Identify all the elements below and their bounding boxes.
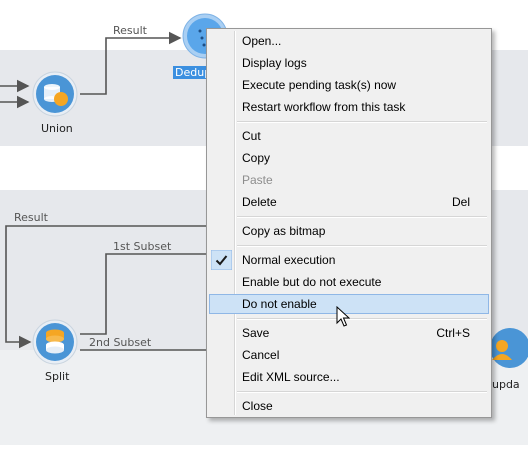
menu-item-enable-not-execute[interactable]: Enable but do not execute <box>242 275 382 289</box>
union-node-icon[interactable] <box>31 70 79 118</box>
menu-item-do-not-enable[interactable]: Do not enable <box>209 294 489 314</box>
menu-gutter <box>234 31 236 415</box>
menu-item-open[interactable]: Open... <box>242 34 282 48</box>
menu-item-paste: Paste <box>242 173 273 187</box>
wire-label-first-subset: 1st Subset <box>113 240 172 253</box>
menu-item-copy[interactable]: Copy <box>242 151 271 165</box>
menu-item-execute-pending[interactable]: Execute pending task(s) now <box>242 78 397 92</box>
update-node-icon[interactable] <box>486 326 528 372</box>
dedup-node-label: Dedup <box>173 66 209 79</box>
wire-first-subset <box>80 253 206 335</box>
menu-separator <box>237 391 487 393</box>
wire-label-result-left: Result <box>14 211 48 224</box>
wire-union-dedup <box>80 31 182 95</box>
menu-item-copy-as-bitmap[interactable]: Copy as bitmap <box>242 224 326 238</box>
menu-item-close[interactable]: Close <box>242 399 273 413</box>
split-node-label: Split <box>45 370 70 383</box>
menu-separator <box>237 245 487 247</box>
menu-item-cancel[interactable]: Cancel <box>242 348 280 362</box>
menu-item-normal-execution[interactable]: Normal execution <box>209 250 489 270</box>
update-node-label: upda <box>492 378 520 391</box>
menu-item-cut[interactable]: Cut <box>242 129 261 143</box>
menu-item-display-logs[interactable]: Display logs <box>242 56 307 70</box>
menu-separator <box>237 216 487 218</box>
union-node-label: Union <box>41 122 73 135</box>
menu-separator <box>237 318 487 320</box>
menu-item-restart-workflow[interactable]: Restart workflow from this task <box>242 100 406 114</box>
mouse-cursor-icon <box>336 306 350 327</box>
menu-separator <box>237 121 487 123</box>
checkmark-icon <box>211 250 232 270</box>
wire-result-split <box>5 225 206 349</box>
wire-label-second-subset: 2nd Subset <box>89 336 152 349</box>
delete-shortcut: Del <box>451 195 470 209</box>
context-menu: Open... Display logs Execute pending tas… <box>206 28 492 418</box>
wire-label-result-top: Result <box>113 24 147 37</box>
split-node-icon[interactable] <box>31 318 79 366</box>
menu-item-edit-xml[interactable]: Edit XML source... <box>242 370 340 384</box>
save-shortcut: Ctrl+S <box>436 326 470 340</box>
